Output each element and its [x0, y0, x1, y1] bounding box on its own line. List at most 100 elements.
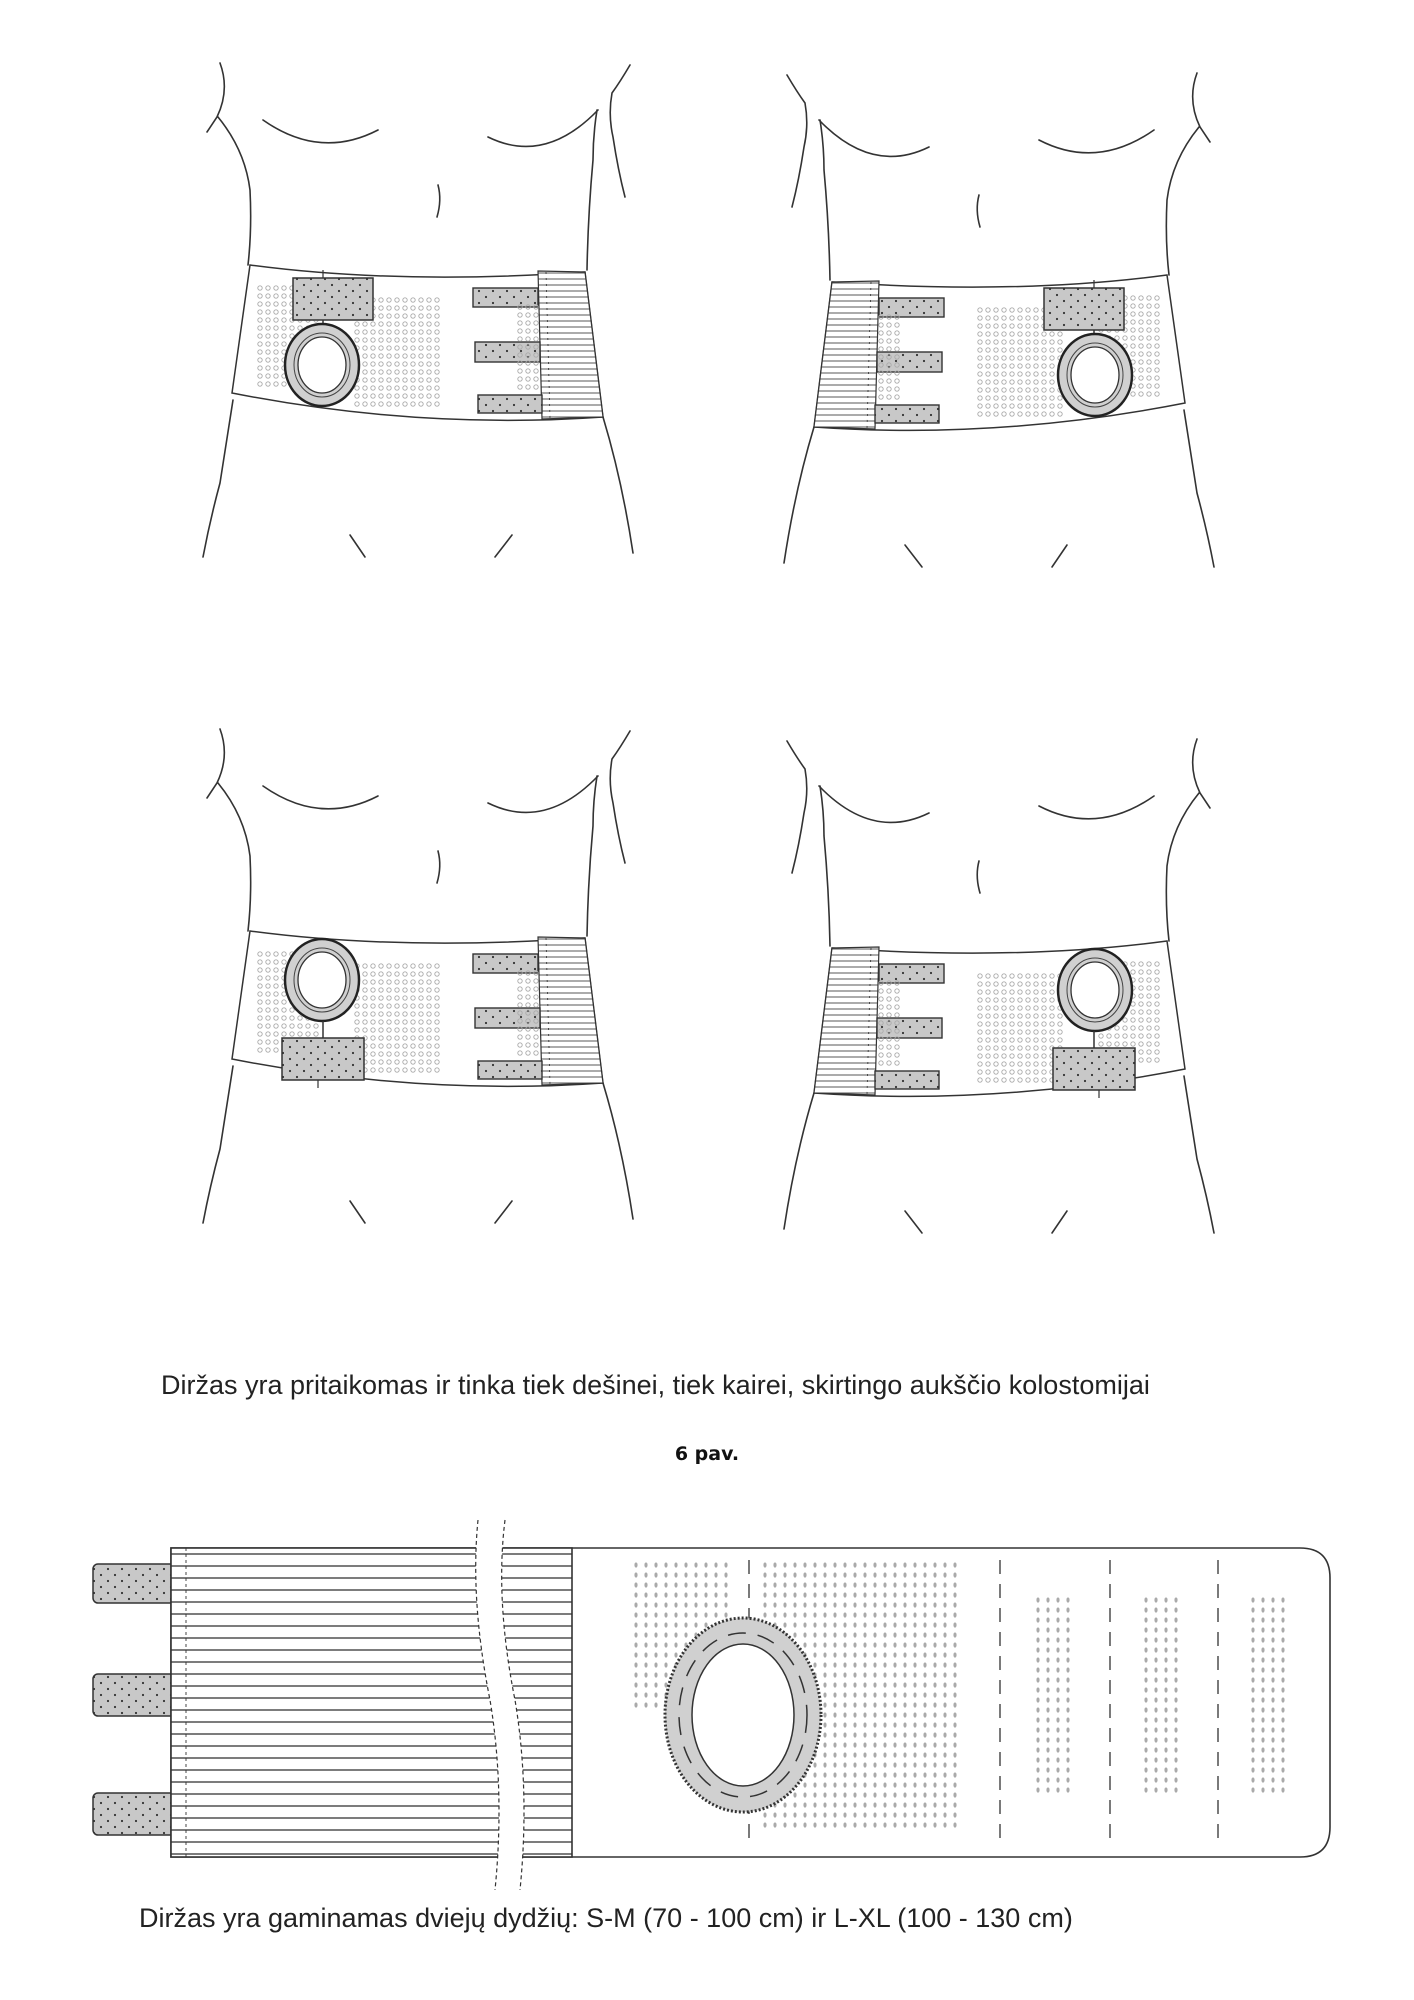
perforation-dot	[1009, 1029, 1015, 1035]
perforation-dot	[1049, 411, 1055, 417]
perforation-dot	[863, 1642, 867, 1648]
perforation-dot	[823, 1592, 827, 1598]
perforation-dot	[674, 1572, 678, 1578]
perforation-dot	[370, 1051, 376, 1057]
perforation-dot	[903, 1682, 907, 1688]
caption-adjustable: Diržas yra pritaikomas ir tinka tiek deš…	[161, 1370, 1150, 1400]
perforation-dot	[1251, 1647, 1255, 1653]
perforation-dot	[883, 1762, 887, 1768]
perforation-dot	[913, 1592, 917, 1598]
perforation-dot	[410, 1003, 416, 1009]
perforation-dot	[1281, 1767, 1285, 1773]
perforation-dot	[823, 1812, 827, 1818]
perforation-dot	[517, 304, 523, 310]
perforation-dot	[903, 1612, 907, 1618]
perforation-dot	[525, 1042, 531, 1048]
perforation-dot	[1146, 367, 1152, 373]
perforation-dot	[823, 1612, 827, 1618]
perforation-dot	[883, 1722, 887, 1728]
perforation-dot	[913, 1722, 917, 1728]
perforation-dot	[402, 1003, 408, 1009]
perforation-dot	[833, 1692, 837, 1698]
perforation-dot	[953, 1812, 957, 1818]
perforation-dot	[893, 1812, 897, 1818]
perforation-dot	[878, 394, 884, 400]
perforation-dot	[853, 1692, 857, 1698]
perforation-dot	[833, 1822, 837, 1828]
perforation-dot	[863, 1822, 867, 1828]
torso-figure-left-high	[783, 72, 1215, 568]
perforation-dot	[704, 1582, 708, 1588]
perforation-dot	[1281, 1737, 1285, 1743]
perforation-dot	[265, 959, 271, 965]
perforation-dot	[1046, 1617, 1050, 1623]
perforation-dot	[843, 1732, 847, 1738]
perforation-dot	[953, 1802, 957, 1808]
perforation-dot	[1056, 1637, 1060, 1643]
perforation-dot	[525, 304, 531, 310]
perforation-dot	[525, 336, 531, 342]
perforation-dot	[1046, 1767, 1050, 1773]
perforation-dot	[923, 1582, 927, 1588]
perforation-dot	[803, 1812, 807, 1818]
perforation-dot	[1001, 307, 1007, 313]
perforation-dot	[313, 1023, 319, 1029]
perforation-dot	[933, 1622, 937, 1628]
perforation-dot	[1001, 1069, 1007, 1075]
perforation-dot	[1025, 403, 1031, 409]
perforation-dot	[878, 1020, 884, 1026]
perforation-dot	[426, 1067, 432, 1073]
perforation-dot	[394, 1027, 400, 1033]
perforation-dot	[1009, 997, 1015, 1003]
perforation-dot	[1017, 1029, 1023, 1035]
perforation-dot	[933, 1772, 937, 1778]
perforation-dot	[644, 1702, 648, 1708]
perforation-dot	[410, 345, 416, 351]
perforation-dot	[977, 981, 983, 987]
perforation-dot	[664, 1642, 668, 1648]
perforation-dot	[913, 1712, 917, 1718]
perforation-dot	[289, 325, 295, 331]
perforation-dot	[1261, 1717, 1265, 1723]
perforation-dot	[1017, 307, 1023, 313]
perforation-dot	[903, 1802, 907, 1808]
perforation-dot	[1174, 1637, 1178, 1643]
perforation-dot	[893, 1562, 897, 1568]
perforation-dot	[1056, 1687, 1060, 1693]
perforation-dot	[410, 979, 416, 985]
perforation-dot	[386, 1051, 392, 1057]
perforation-dot	[943, 1822, 947, 1828]
perforation-dot	[402, 1011, 408, 1017]
perforation-dot	[873, 1722, 877, 1728]
perforation-dot	[257, 373, 263, 379]
perforation-dot	[517, 970, 523, 976]
perforation-dot	[694, 1562, 698, 1568]
perforation-dot	[993, 395, 999, 401]
perforation-dot	[923, 1612, 927, 1618]
perforation-dot	[1271, 1657, 1275, 1663]
perforation-dot	[1056, 1617, 1060, 1623]
perforation-dot	[265, 317, 271, 323]
perforation-dot	[1036, 1697, 1040, 1703]
perforation-dot	[533, 320, 539, 326]
perforation-dot	[1057, 331, 1063, 337]
perforation-dot	[704, 1572, 708, 1578]
perforation-dot	[813, 1562, 817, 1568]
perforation-dot	[1146, 1009, 1152, 1015]
perforation-dot	[273, 317, 279, 323]
perforation-dot	[1138, 1001, 1144, 1007]
perforation-dot	[654, 1672, 658, 1678]
perforation-dot	[993, 307, 999, 313]
perforation-dot	[843, 1762, 847, 1768]
perforation-dot	[803, 1782, 807, 1788]
perforation-dot	[1046, 1747, 1050, 1753]
perforation-dot	[853, 1712, 857, 1718]
perforation-dot	[903, 1752, 907, 1758]
perforation-dot	[265, 333, 271, 339]
perforation-dot	[354, 1019, 360, 1025]
perforation-dot	[1106, 1041, 1112, 1047]
perforation-dot	[863, 1712, 867, 1718]
perforation-dot	[410, 1043, 416, 1049]
perforation-dot	[644, 1682, 648, 1688]
perforation-dot	[1033, 347, 1039, 353]
